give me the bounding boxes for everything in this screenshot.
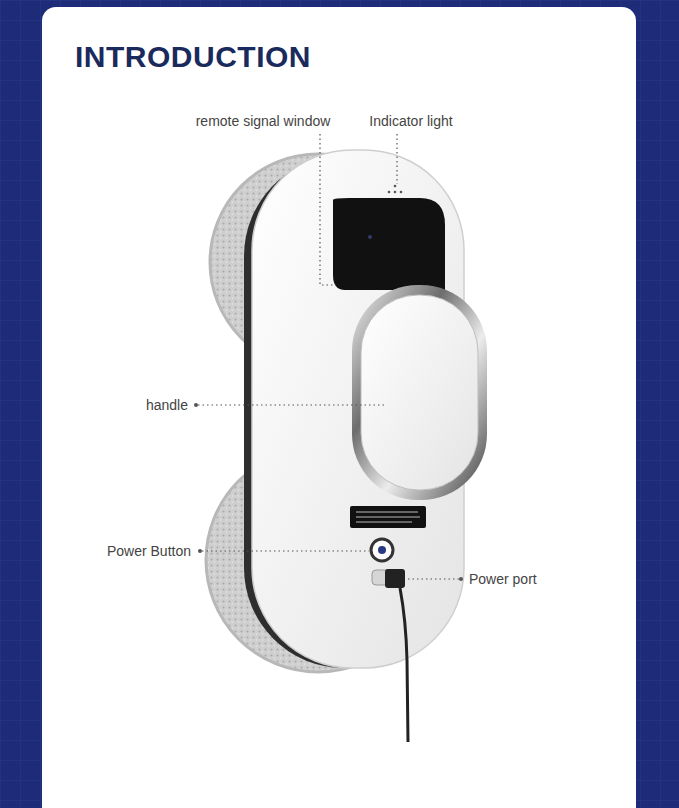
handle-ring xyxy=(352,285,487,500)
indicator-dot xyxy=(388,191,391,194)
leader-line xyxy=(396,134,397,184)
leader-line xyxy=(320,134,336,285)
page-title: INTRODUCTION xyxy=(75,40,311,74)
indicator-dot xyxy=(400,191,403,194)
indicator-dot xyxy=(394,185,397,188)
plug xyxy=(385,569,405,588)
leader-dot xyxy=(459,577,463,581)
button-center xyxy=(378,546,386,554)
cable xyxy=(400,588,408,742)
part-label: Power Button xyxy=(107,543,191,559)
power-button xyxy=(371,539,393,561)
white-card xyxy=(42,7,636,808)
part-label: remote signal window xyxy=(196,113,331,129)
handle-face xyxy=(361,295,478,490)
leader-dot xyxy=(198,549,202,553)
sensor-dot xyxy=(368,235,372,239)
part-label: handle xyxy=(146,397,188,413)
sticker xyxy=(350,506,426,528)
part-label: Indicator light xyxy=(369,113,452,129)
sticker-line xyxy=(356,517,420,518)
indicator-dot xyxy=(394,191,397,194)
signal-window xyxy=(333,198,445,290)
leader-dot xyxy=(194,403,198,407)
sticker-line xyxy=(356,512,418,513)
part-label: Power port xyxy=(469,571,537,587)
leader-line xyxy=(198,404,386,405)
leader-line xyxy=(202,550,369,551)
leader-line xyxy=(406,578,459,579)
sticker-line xyxy=(356,522,412,523)
